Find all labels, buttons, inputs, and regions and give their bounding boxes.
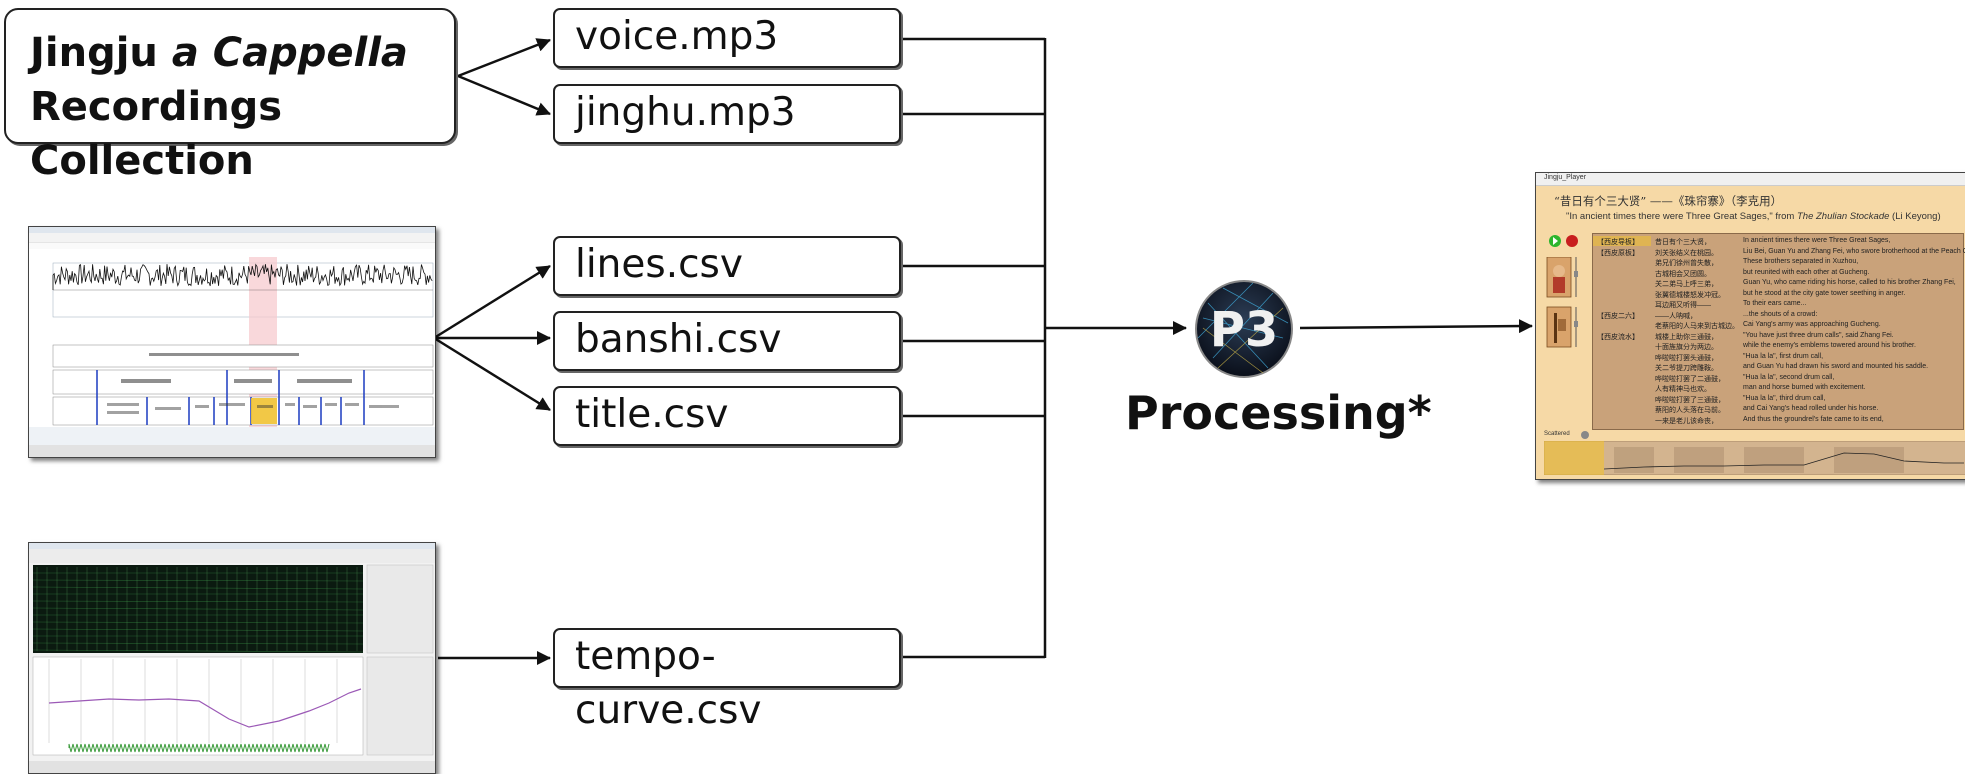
stop-icon — [1566, 235, 1578, 247]
tempo-timeline — [1544, 441, 1965, 475]
spectrogram-band — [32, 579, 364, 582]
spectrogram-band — [32, 642, 364, 645]
lyric-chinese: 人有精神马也欢。 — [1655, 386, 1711, 393]
processing-label: Processing* — [1125, 386, 1432, 440]
lyric-chinese: 关二爷提刀跨雕鞍。 — [1655, 365, 1718, 372]
praat-screenshot-graphic — [29, 227, 435, 457]
lyric-english: man and horse burned with excitement. — [1743, 384, 1866, 391]
scattered-label: Scattered — [1544, 431, 1570, 437]
current-line-highlight — [1593, 236, 1651, 246]
lyric-english: but he stood at the city gate tower seet… — [1743, 289, 1906, 297]
svg-text:P3: P3 — [1210, 302, 1279, 358]
lyric-english: and Cai Yang's head rolled under his hor… — [1743, 405, 1879, 412]
lyric-chinese: 弟兄们徐州曾失散， — [1655, 260, 1718, 267]
lyric-chinese: 一来是老儿该命丧， — [1655, 417, 1718, 425]
lyric-chinese: 哗啦啦打罢了二通鼓， — [1655, 375, 1725, 383]
lyric-english: And thus the groundrel's fate came to it… — [1743, 415, 1884, 423]
lyric-english: but reunited with each other at Gucheng. — [1743, 268, 1870, 276]
player-title-english: "In ancient times there were Three Great… — [1566, 211, 1941, 222]
source-title-prefix: Jingju — [30, 30, 172, 76]
spectrogram-band — [32, 600, 364, 603]
arrow-source-to-jinghu — [457, 74, 551, 116]
lyric-english: "Hua la la", second drum call, — [1743, 373, 1835, 381]
arrow-processing-to-player — [1299, 319, 1533, 334]
spectrogram-band — [32, 607, 364, 611]
player-controls — [1549, 235, 1578, 247]
spectrogram-band — [32, 628, 364, 632]
player-titlebar: Jingju_Player — [1536, 173, 1965, 186]
lyric-chinese: 哗啦啦打罢头通鼓， — [1655, 354, 1718, 362]
lyric-chinese: 张翼德城楼怒发冲冠。 — [1655, 291, 1725, 299]
arrow-praat-to-lines — [433, 264, 551, 340]
jingju-player-screenshot: Jingju_Player “昔日有个三大贤” ——《珠帘寨》（李克用） "In… — [1535, 172, 1965, 480]
lyric-english: Liu Bei, Guan Yu and Zhang Fei, who swor… — [1743, 247, 1965, 255]
source-title-line1: Jingju a Cappella — [30, 26, 454, 80]
player-title-en-italic: The Zhulian Stockade — [1796, 211, 1890, 222]
performer-images — [1546, 257, 1578, 348]
bottom-waveform — [68, 743, 330, 753]
lyric-english: "Hua la la", third drum call, — [1743, 394, 1826, 402]
source-collection-box: Jingju a Cappella Recordings Collection — [4, 8, 456, 184]
player-title-en-prefix: "In ancient times there were Three Great… — [1566, 211, 1797, 222]
file-title-csv: title.csv — [553, 386, 901, 446]
player-title-en-suffix: (Li Keyong) — [1889, 211, 1941, 222]
lyric-chinese: 十面旌旗分为两边。 — [1655, 344, 1718, 351]
file-voice-mp3: voice.mp3 — [553, 8, 901, 68]
lyric-chinese: 古城相会又团圆。 — [1655, 270, 1711, 278]
waveform — [52, 263, 433, 290]
lyrics-panel: 【西皮导板】 昔日有个三大贤， In ancient times there wer… — [1592, 233, 1965, 430]
lyric-banshi: 【西皮原板】 — [1597, 249, 1639, 257]
player-window-title: Jingju_Player — [1544, 174, 1587, 181]
file-tempo-curve-csv: tempo-curve.csv — [553, 628, 901, 733]
processing-logo-icon: P3 — [1195, 280, 1293, 378]
lyric-chinese: 老蔡阳的人马来到古城边。 — [1655, 323, 1739, 330]
lyric-chinese: ——人呐喊， — [1655, 312, 1697, 320]
sonic-visualiser-graphic — [29, 543, 435, 773]
lyric-english: Cai Yang's army was approaching Gucheng. — [1743, 321, 1881, 328]
lyric-english: "You have just three drum calls", said Z… — [1743, 331, 1894, 339]
source-title-line2: Recordings Collection — [30, 84, 283, 184]
lyric-banshi: 【西皮二六】 — [1597, 312, 1639, 320]
lyric-english: "Hua la la", first drum call, — [1743, 352, 1824, 360]
spectrogram-band — [32, 621, 364, 624]
lyric-english: In ancient times there were Three Great … — [1743, 237, 1891, 244]
lyric-chinese: 哗啦啦打罢了三通鼓， — [1655, 396, 1725, 404]
lyric-chinese: 刘关张结义在桃园。 — [1655, 249, 1718, 257]
lyric-chinese: 昔日有个三大贤， — [1655, 239, 1711, 246]
praat-screenshot — [28, 226, 436, 458]
sonic-visualiser-screenshot — [28, 542, 436, 774]
lyric-english: ...the shouts of a crowd: — [1743, 310, 1818, 318]
lyric-english: and Guan Yu had drawn his sword and moun… — [1743, 363, 1929, 370]
spectrogram-lines — [32, 567, 364, 653]
lyric-chinese: 耳边厢又听得—— — [1655, 302, 1711, 309]
lyric-chinese: 蔡阳的人头落在马前。 — [1655, 407, 1725, 414]
file-banshi-csv: banshi.csv — [553, 311, 901, 371]
spectrogram-band — [32, 586, 364, 590]
lyric-english: while the enemy's emblems towered around… — [1743, 342, 1916, 349]
lyric-english: Guan Yu, who came riding his horse, call… — [1743, 279, 1956, 286]
arrow-praat-to-title — [433, 336, 551, 412]
lyric-banshi: 【西皮导板】 — [1597, 239, 1639, 246]
lyric-english: To their ears came... — [1743, 300, 1807, 307]
arrow-source-to-voice — [457, 38, 551, 78]
lyric-banshi: 【西皮流水】 — [1597, 333, 1639, 341]
file-jinghu-mp3: jinghu.mp3 — [553, 84, 901, 144]
player-title-chinese: “昔日有个三大贤” ——《珠帘寨》（李克用） — [1554, 194, 1783, 208]
spectrogram-band — [32, 649, 364, 653]
source-title-italic: a Cappella — [171, 30, 408, 76]
pitch-curve — [48, 688, 362, 728]
lyric-english: These brothers separated in Xuzhou, — [1743, 258, 1859, 265]
info-icon — [1581, 431, 1589, 439]
lyric-chinese: 关二弟马上呼三弟， — [1655, 281, 1718, 288]
lyric-chinese: 城楼上助你三通鼓， — [1655, 333, 1718, 341]
file-lines-csv: lines.csv — [553, 236, 901, 296]
